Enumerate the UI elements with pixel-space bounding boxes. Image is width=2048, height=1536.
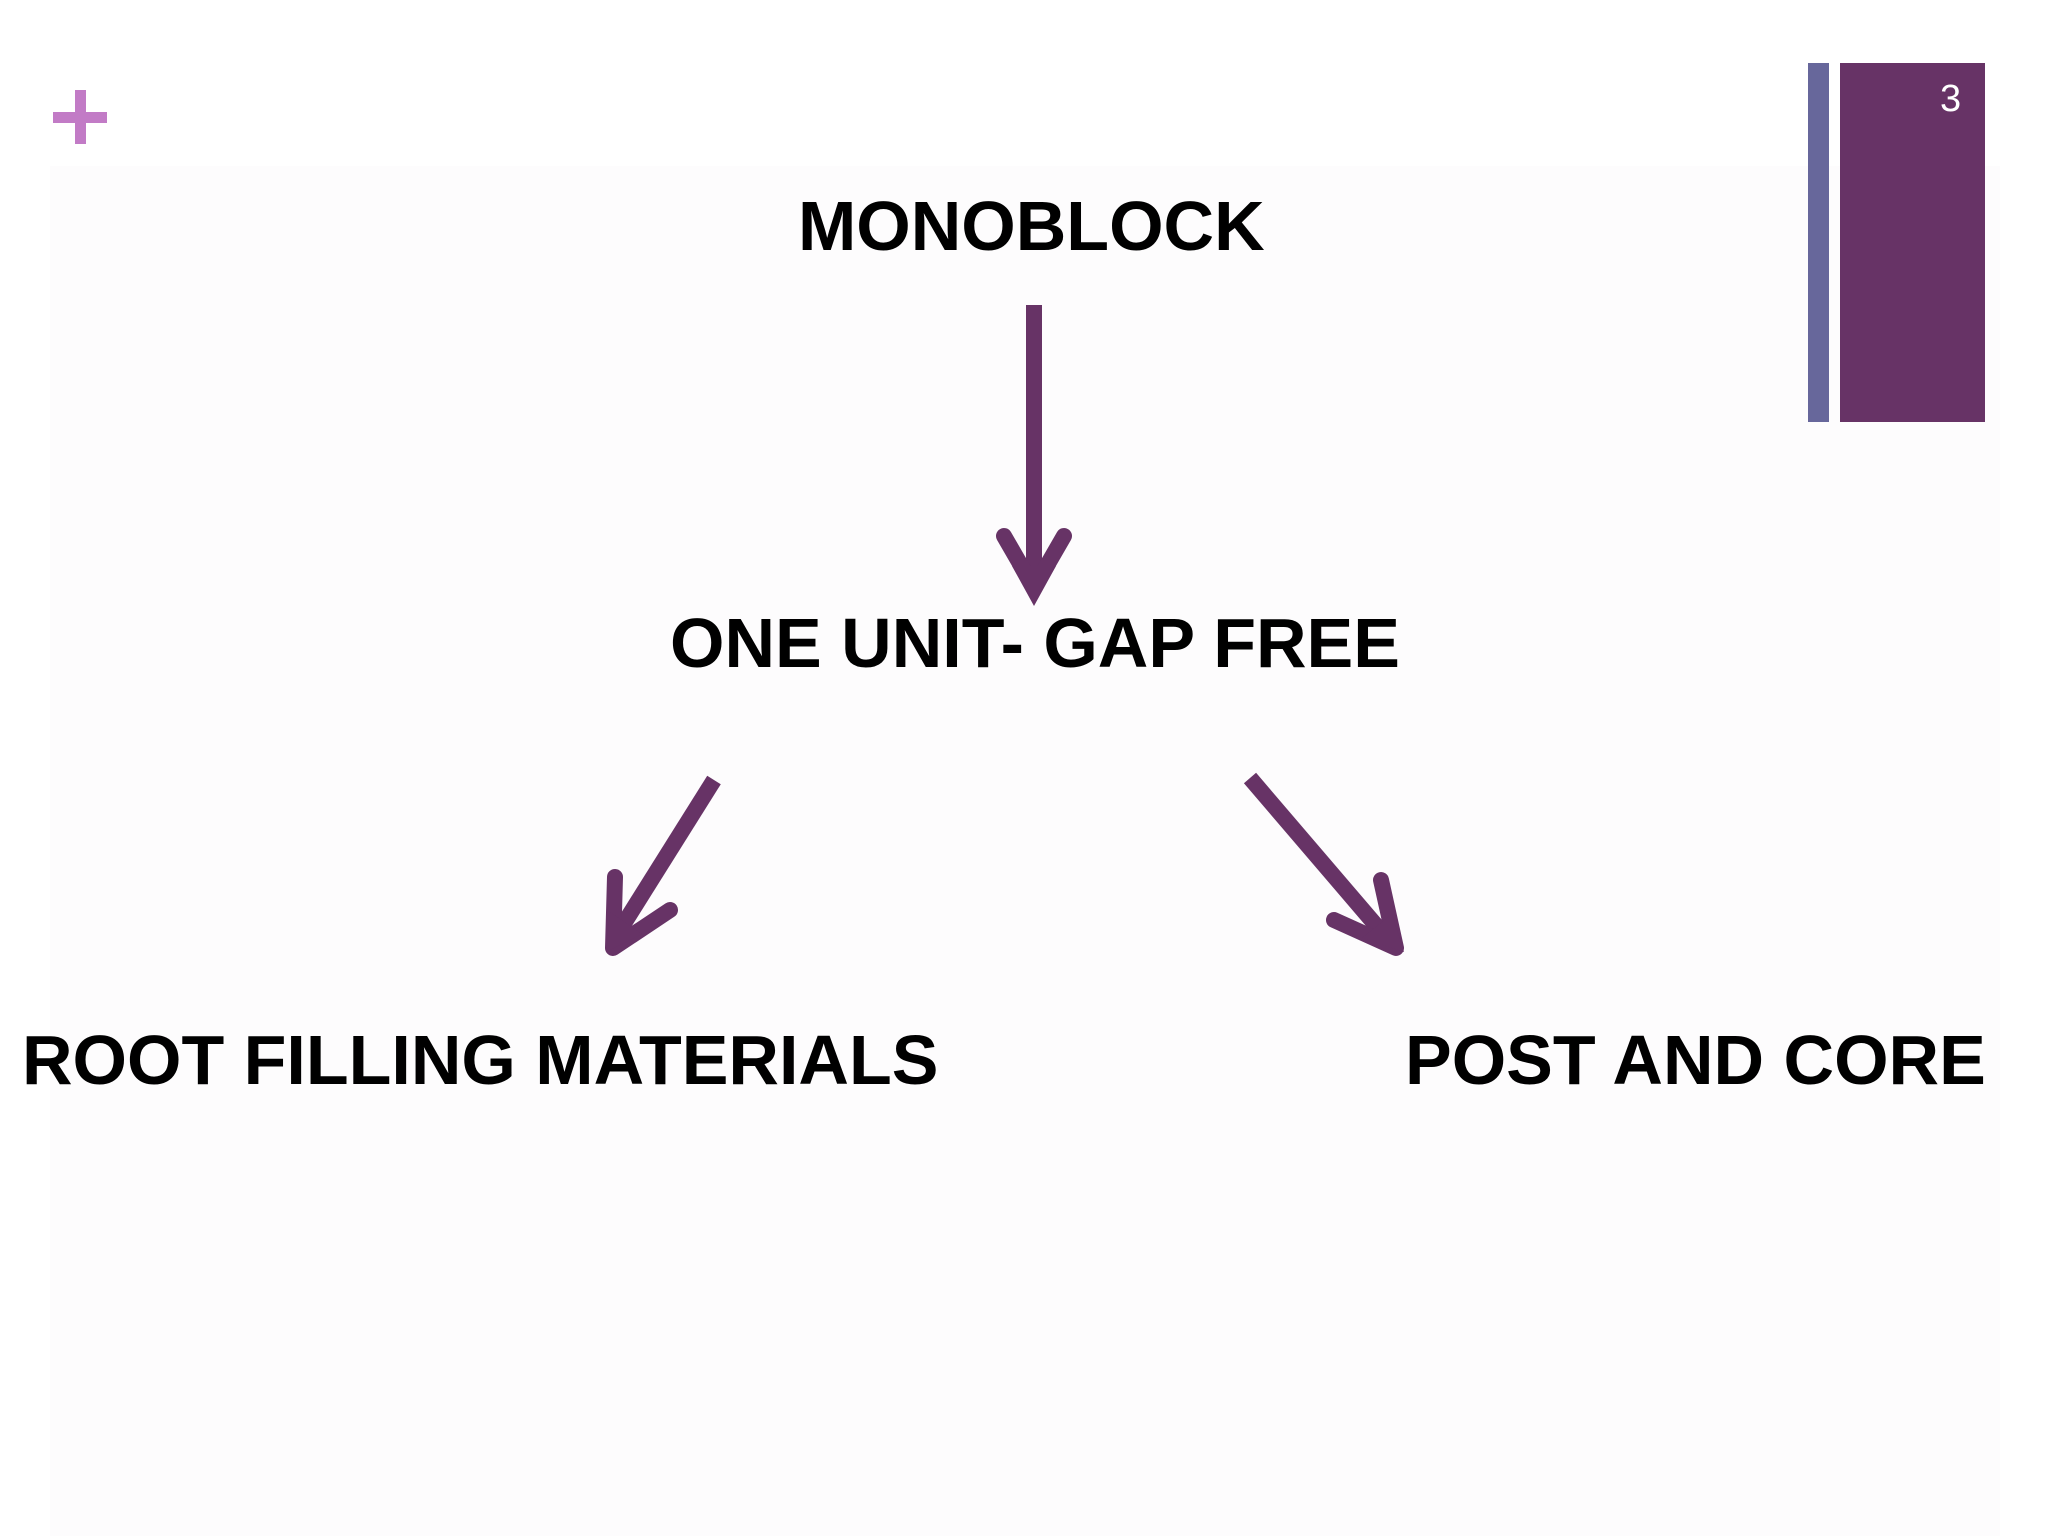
arrow-down-right-head	[1362, 914, 1404, 952]
node-root-filling-materials: ROOT FILLING MATERIALS	[22, 1021, 939, 1099]
node-post-and-core: POST AND CORE	[1405, 1021, 1986, 1099]
node-monoblock: MONOBLOCK	[798, 187, 1265, 265]
node-one-unit-gap-free: ONE UNIT- GAP FREE	[670, 604, 1400, 682]
plus-icon	[53, 90, 107, 144]
accent-bar-thin	[1808, 63, 1829, 422]
slide-number: 3	[1940, 78, 1962, 120]
arrow-down-head	[1012, 566, 1056, 606]
arrow-down-left	[605, 775, 721, 956]
arrow-down-left-head	[606, 912, 642, 952]
content-panel	[50, 166, 2000, 1536]
arrow-down	[996, 305, 1072, 596]
arrow-down-right	[1243, 772, 1404, 956]
accent-bar-wide	[1840, 63, 1985, 422]
